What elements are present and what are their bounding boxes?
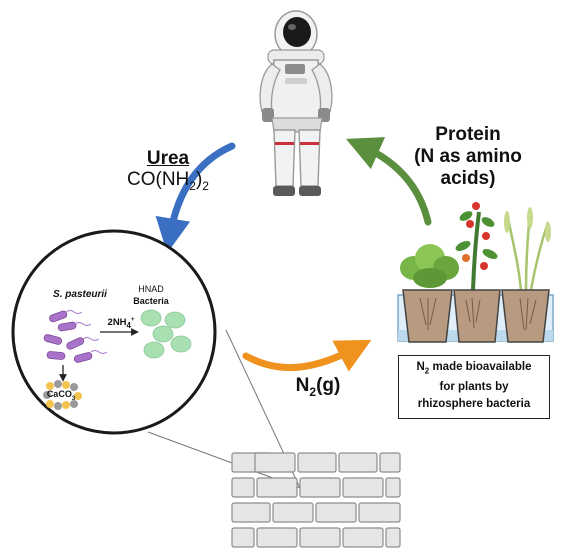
caco3-a: CaCO [46,389,72,399]
urea-label: Urea [146,148,190,169]
s-pasteurii-label: S. pasteurii [53,289,107,300]
box-b: made bioavailable [429,361,532,373]
protein-label-line3: acids) [440,168,496,189]
plants-in-pots-icon [397,202,554,343]
nh4-sup: + [130,317,135,323]
hnad-label-line2: Bacteria [133,296,169,306]
box-sub: 2 [424,366,430,376]
n2-label: N2(g) [278,375,358,399]
urea-formula: CO(NH2)2 [78,169,258,193]
box-line3: rhizosphere bacteria [417,398,531,411]
n2-a: N [295,375,310,396]
box-a: N [416,361,425,373]
hnad-label-line1: HNAD [138,284,164,294]
protein-arrow [346,137,432,226]
n2-b: (g) [316,375,341,396]
n2-arrow [242,339,372,372]
nh4-sub: 4 [126,321,131,331]
urea-formula-sub: 2 [189,178,196,193]
brick-wall-icon [231,452,401,548]
caco3-label: CaCO3 [46,389,76,402]
bioavailable-note-text: N2 made bioavailable for plants by rhizo… [399,359,549,413]
caco3-crystals [43,380,82,410]
urea-formula-a: CO(NH [127,169,190,190]
nh4-label: 2NH4+ [96,317,146,330]
protein-label-line1: Protein [435,124,501,145]
urea-arrow [155,142,236,254]
urea-formula-sub2: 2 [202,178,209,193]
urea-formula-b: ) [195,169,203,190]
caco3-sub: 3 [71,395,76,402]
bacteria-cells-icon [43,309,192,363]
nh4-a: 2NH [107,317,127,329]
n2-sub: 2 [309,384,317,399]
astronaut-icon [259,10,333,196]
protein-label-line2: (N as amino [414,146,522,167]
bioavailable-note-box: N2 made bioavailable for plants by rhizo… [398,355,550,419]
box-line2: for plants by [439,381,509,394]
